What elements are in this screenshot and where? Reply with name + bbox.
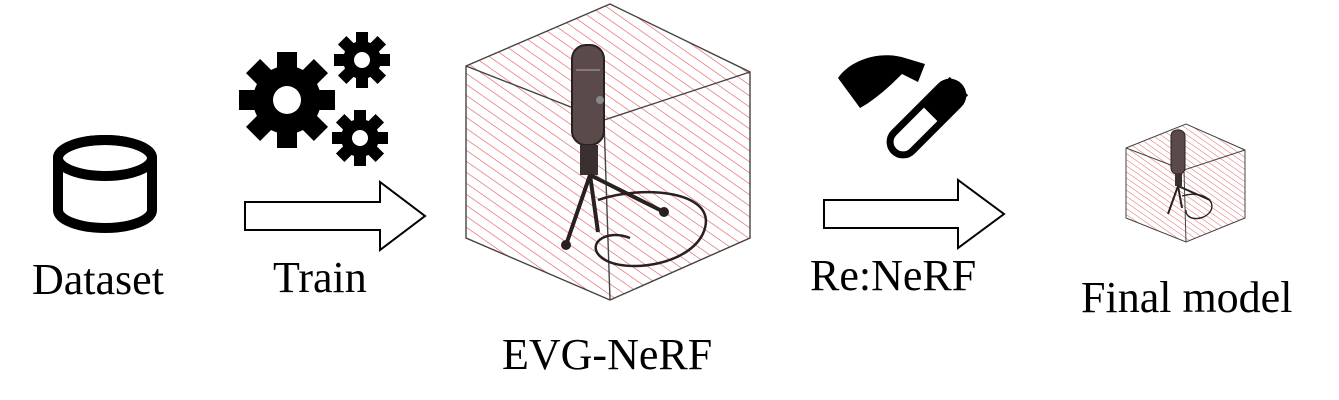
renerf-arrow-icon	[823, 178, 1006, 250]
database-icon	[53, 135, 157, 233]
evg-nerf-label: EVG-NeRF	[502, 330, 713, 379]
gears-icon	[239, 32, 390, 166]
evg-nerf-cube	[465, 3, 751, 301]
small-microphone-image	[1167, 129, 1213, 220]
train-arrow-icon	[244, 179, 427, 253]
hammer-icon	[838, 55, 969, 159]
renerf-label: Re:NeRF	[810, 251, 977, 300]
final-model-label: Final model	[1081, 273, 1293, 322]
dataset-label: Dataset	[32, 255, 164, 304]
microphone-image	[561, 44, 708, 268]
train-label: Train	[273, 253, 367, 302]
